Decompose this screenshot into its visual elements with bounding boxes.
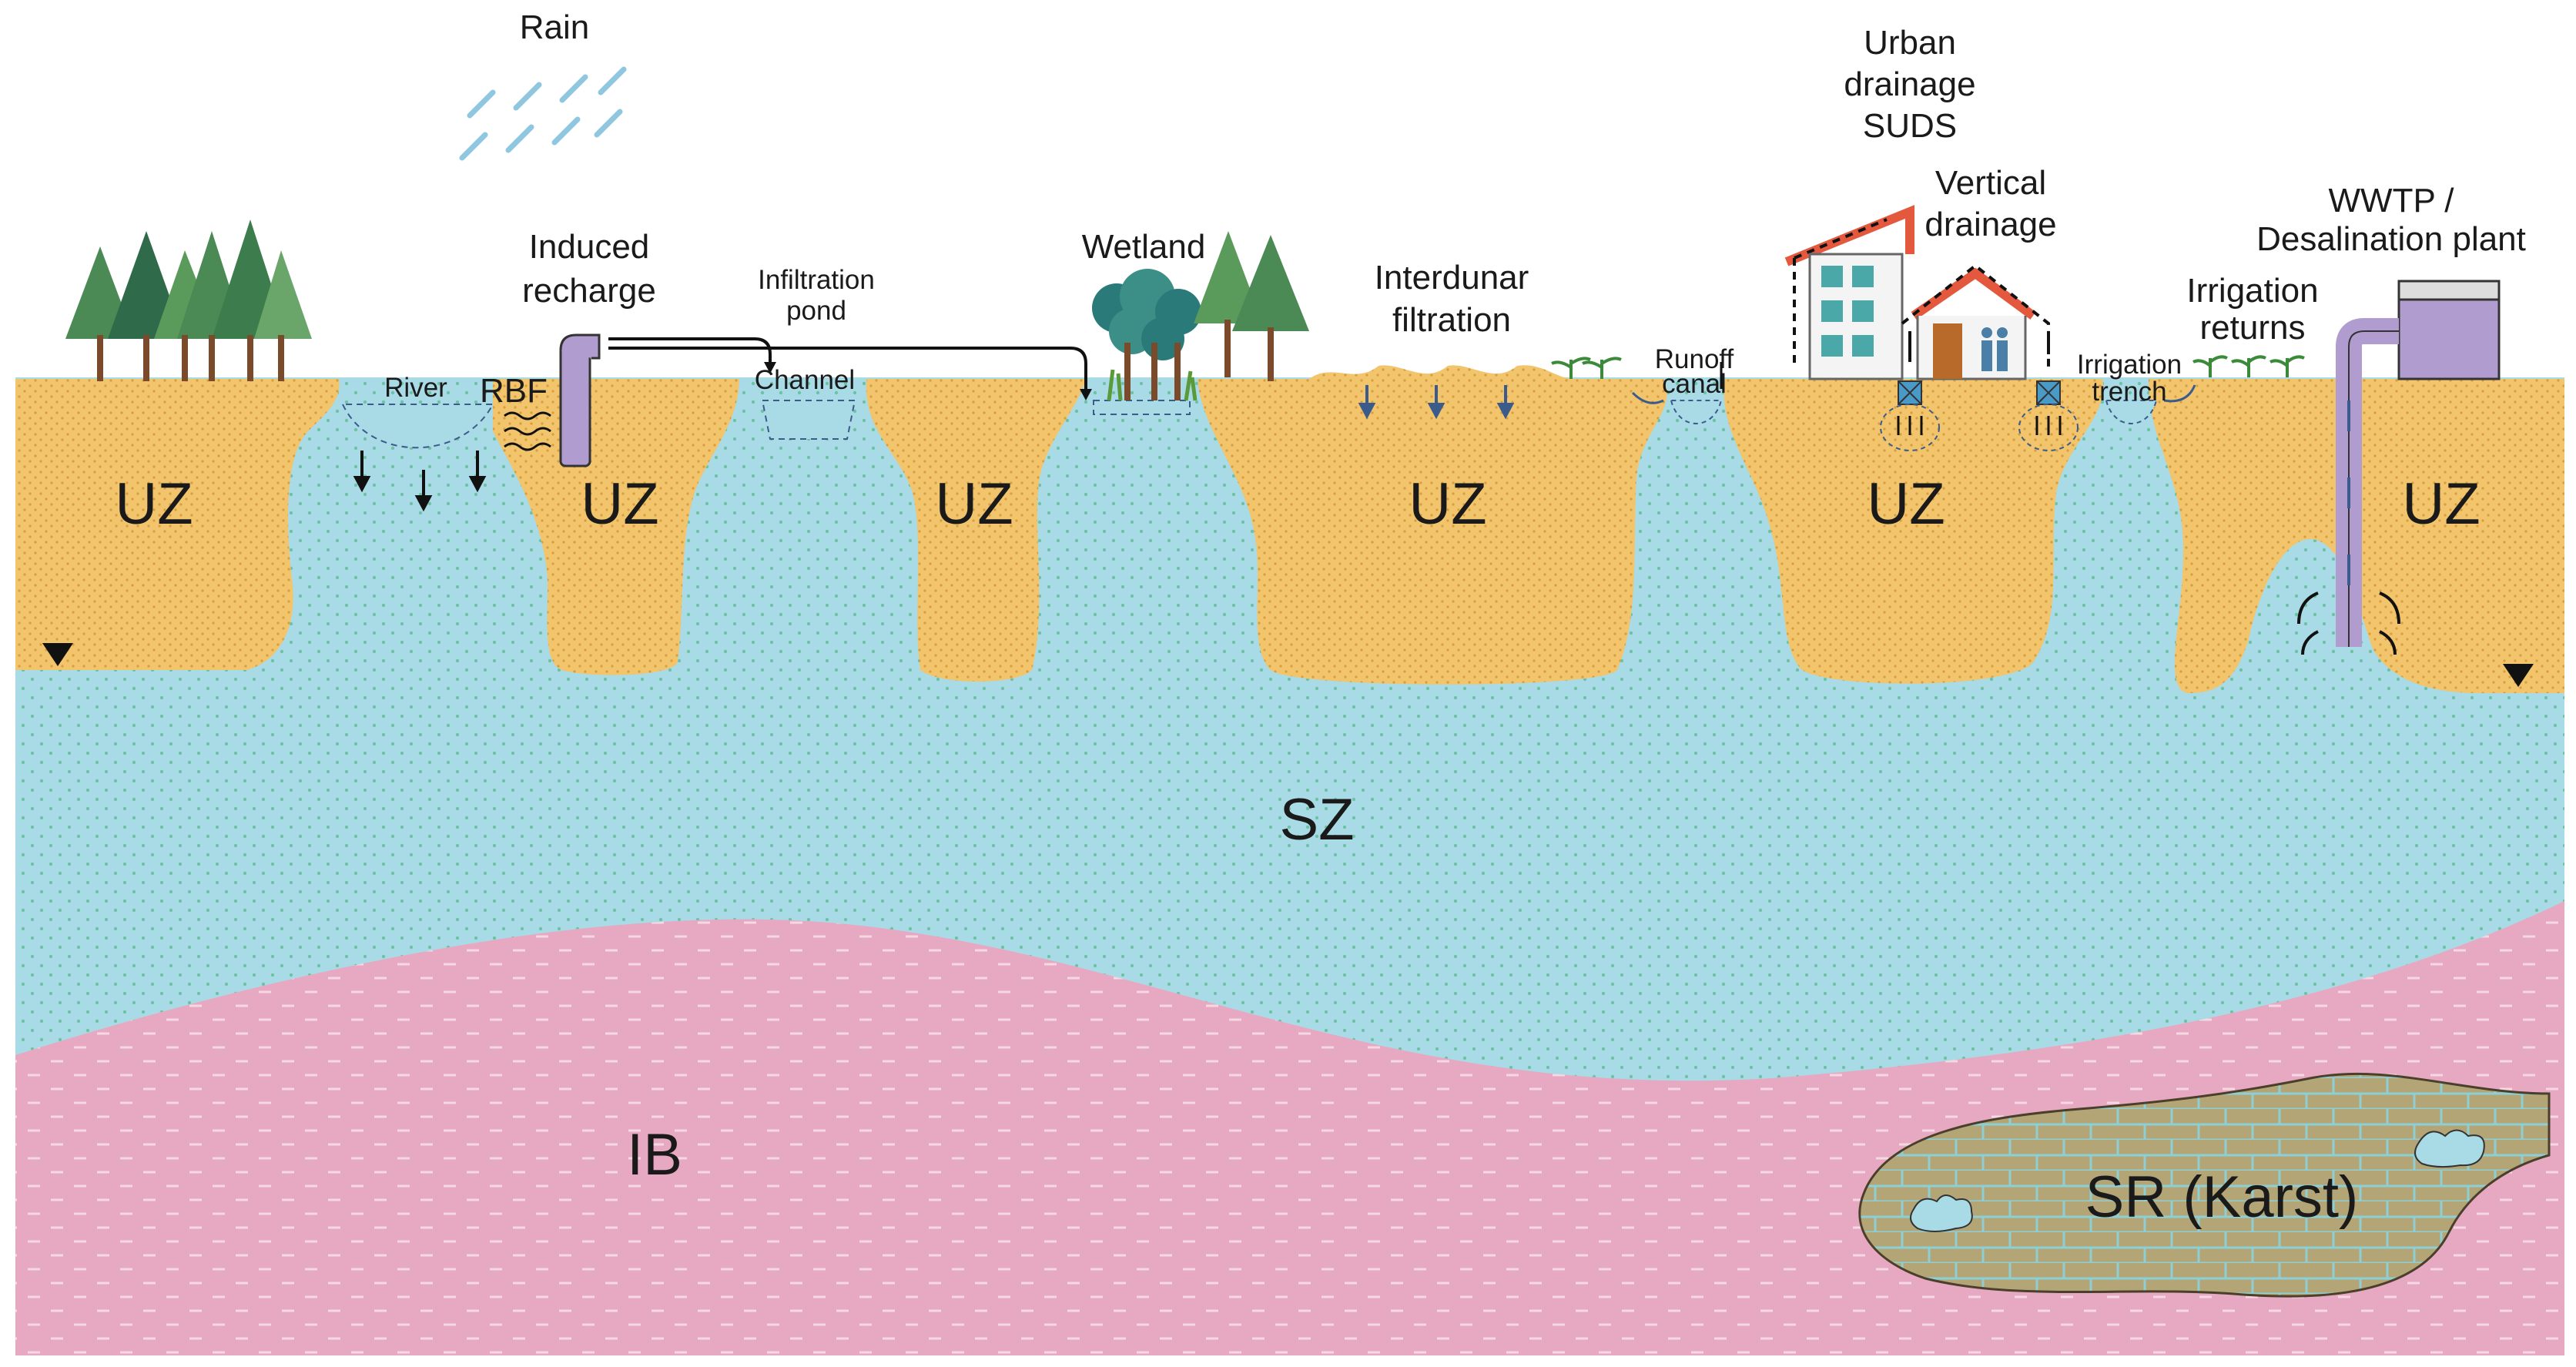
label-wwtp-2: Desalination plant [2256, 220, 2526, 258]
label-runoff-2: canal [1662, 369, 1727, 399]
zone-uz-6: UZ [2402, 471, 2480, 537]
forest [65, 219, 312, 381]
label-wetland: Wetland [1082, 228, 1206, 266]
rain-icon [459, 66, 627, 161]
label-runoff-1: Runoff [1655, 344, 1734, 374]
zone-uz-4: UZ [1409, 471, 1486, 537]
uz-block-3 [866, 379, 1086, 682]
pipe-to-wetland [608, 347, 1087, 393]
induced-recharge-pipe [559, 345, 591, 467]
river-water [341, 404, 494, 449]
zone-sr: SR (Karst) [2085, 1164, 2359, 1230]
irrigation-trench [2105, 400, 2158, 424]
runoff-arrow [1631, 391, 1664, 404]
suds-well [2018, 380, 2079, 451]
label-interdunar-1: Interdunar [1375, 259, 1529, 297]
karst-cavity [2414, 1129, 2485, 1168]
zone-uz-2: UZ [581, 471, 658, 537]
water-table-marker [2503, 664, 2534, 687]
pipe-arrowhead [764, 362, 776, 374]
label-vertical-1: Vertical [1935, 164, 2046, 202]
zone-uz-3: UZ [935, 471, 1013, 537]
label-wwtp-1: WWTP / [2329, 182, 2455, 219]
irrigation-arrow [2163, 384, 2196, 403]
label-rain: Rain [520, 8, 590, 46]
wwtp-plant [2297, 280, 2501, 655]
label-urban-1: Urban [1864, 24, 1956, 62]
runoff-canal [1670, 400, 1723, 424]
label-irrigation-trench-2: trench [2092, 377, 2166, 407]
label-interdunar-2: filtration [1392, 301, 1511, 339]
label-induced-recharge-1: Induced [529, 228, 650, 266]
label-irrigation-trench-1: Irrigation [2077, 350, 2182, 380]
infiltration-pond [761, 400, 856, 440]
irrigation-seedlings [2192, 355, 2305, 377]
label-induced-recharge-2: recharge [522, 272, 656, 310]
river-infiltration-arrows [353, 451, 487, 512]
karst-body [1858, 1072, 2551, 1298]
induced-recharge-pipe-cap [559, 333, 601, 360]
label-river: River [384, 373, 447, 403]
uz-block-1 [15, 379, 340, 670]
label-rbf: RBF [480, 372, 548, 410]
zone-ib: IB [627, 1122, 682, 1188]
label-urban-2: drainage [1844, 65, 1975, 103]
label-irrigation-returns-1: Irrigation [2186, 272, 2318, 310]
suds-well [1880, 380, 1940, 451]
rbf-flow-arrows [504, 411, 551, 451]
zone-uz-5: UZ [1867, 471, 1945, 537]
seedlings [1551, 357, 1622, 379]
wetland-trees [1092, 269, 1201, 401]
label-infiltration-pond-1: Infiltration [758, 265, 875, 295]
label-irrigation-returns-2: returns [2200, 309, 2306, 347]
urban-building [1784, 205, 2050, 380]
zone-uz-1: UZ [115, 471, 193, 537]
uz-block-5 [1723, 379, 2104, 684]
label-urban-3: SUDS [1863, 107, 1957, 145]
pipe-to-pond [608, 337, 772, 366]
wetland-water [1093, 400, 1191, 415]
water-table-marker [42, 643, 73, 666]
interdunar-arrows [1358, 385, 1515, 420]
uz-block-2 [493, 379, 739, 675]
zone-sz: SZ [1279, 787, 1354, 853]
wetland-pines [1194, 231, 1309, 381]
pipe-arrowhead [1080, 389, 1092, 400]
label-channel: Channel [755, 365, 855, 395]
label-vertical-2: drainage [1924, 206, 2056, 243]
label-infiltration-pond-2: pond [786, 296, 846, 326]
uz-block-4 [1198, 365, 1667, 685]
karst-cavity [1910, 1194, 1973, 1232]
